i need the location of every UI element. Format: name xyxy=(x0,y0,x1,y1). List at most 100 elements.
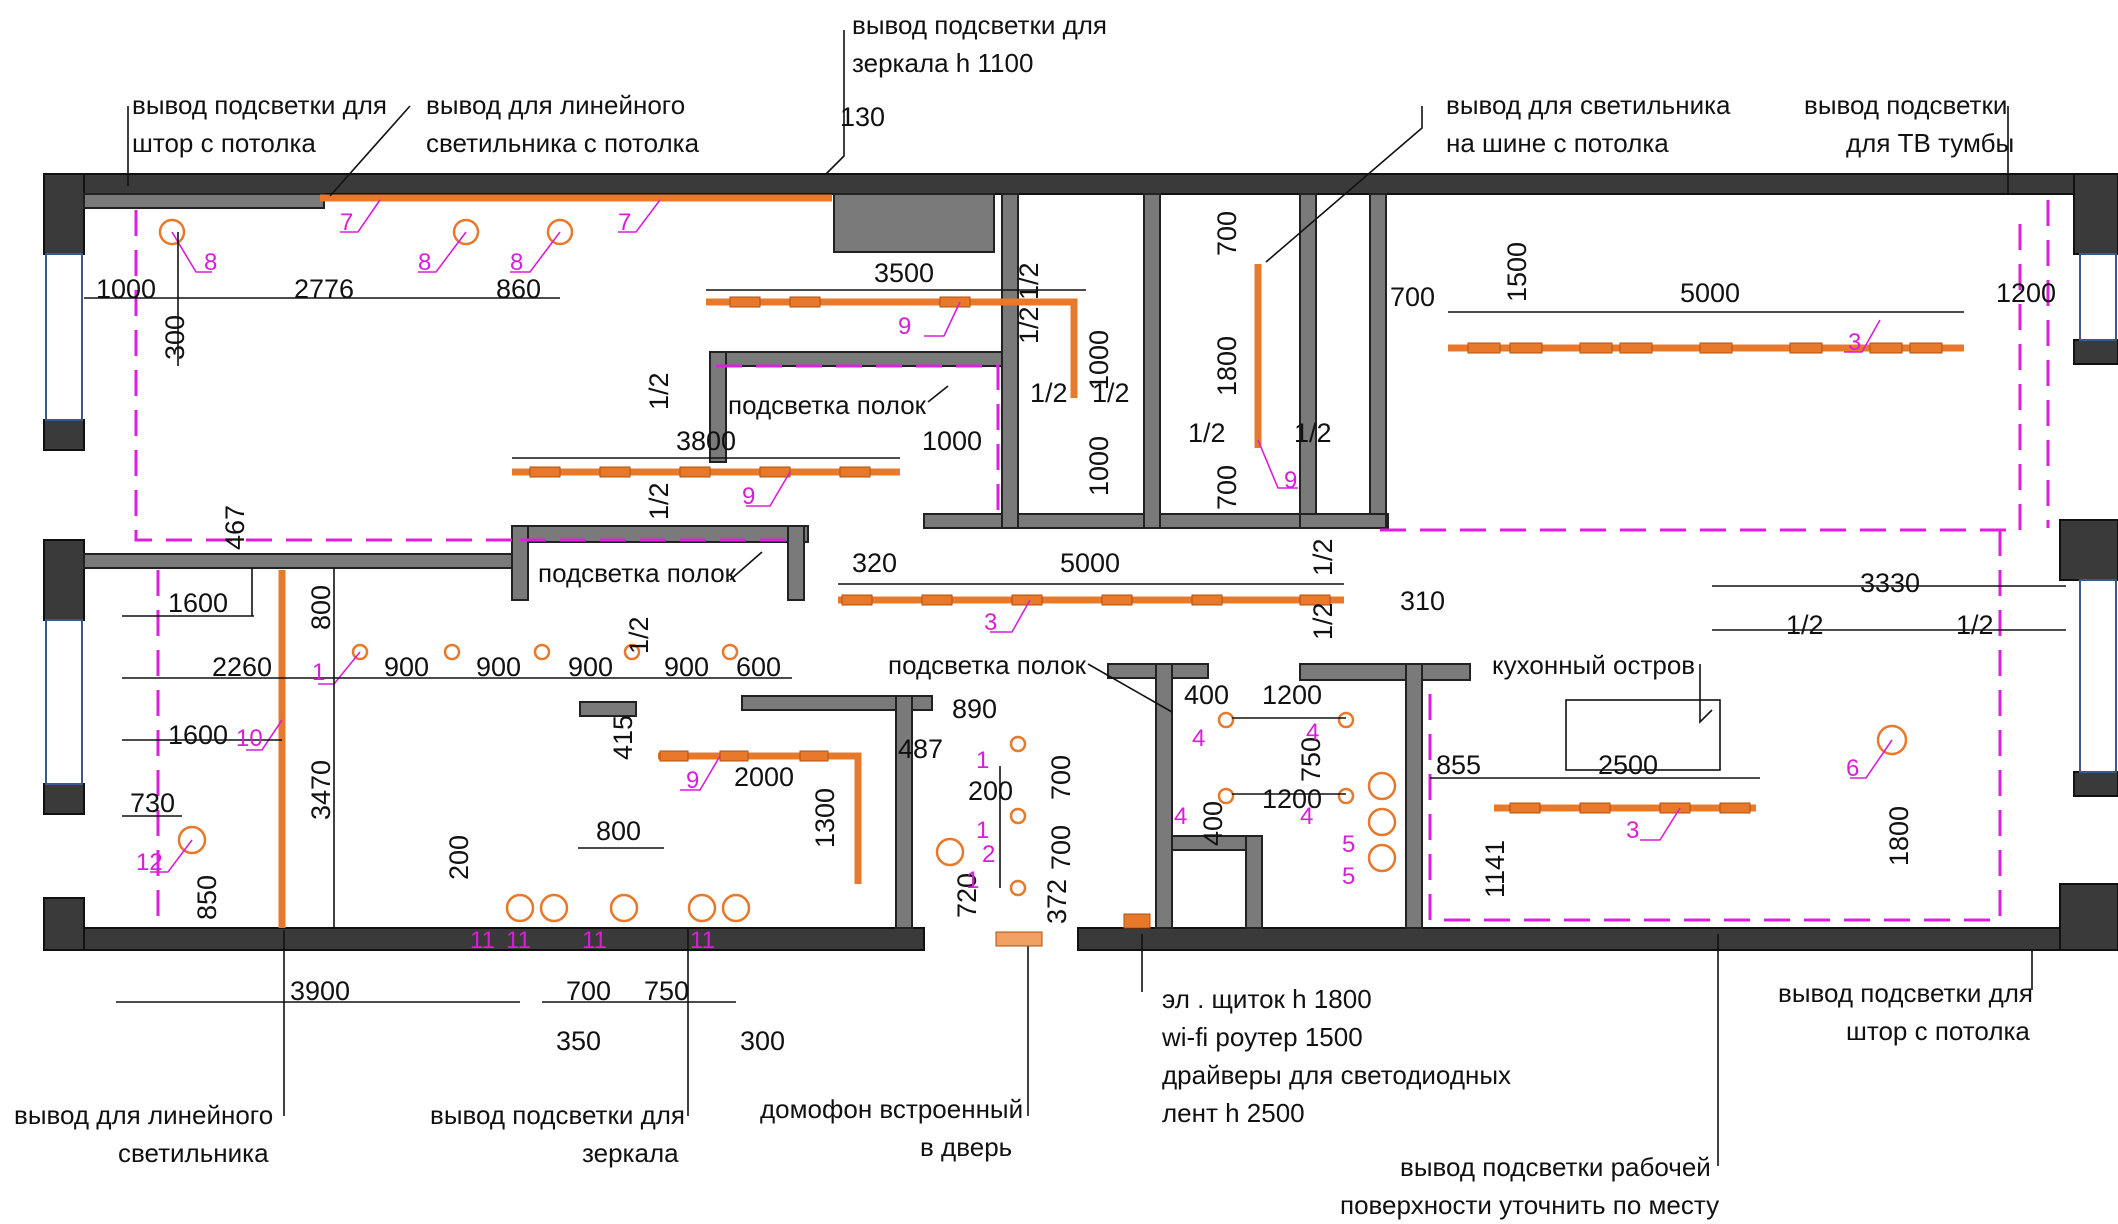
led-segments xyxy=(529,296,1943,814)
dim-1600: 1600 xyxy=(168,588,228,618)
lamp-5b xyxy=(1367,807,1397,837)
dim-1141: 1141 xyxy=(1480,840,1510,898)
callout-panel-2: wi-fi роутер 1500 xyxy=(1161,1022,1363,1052)
ceiling-outlines xyxy=(134,200,2050,930)
dim-1-2: 1/2 xyxy=(1308,602,1338,640)
dim-2776: 2776 xyxy=(294,274,354,304)
dim-300: 300 xyxy=(160,315,190,360)
dim-850: 850 xyxy=(192,875,222,920)
mark-leaders xyxy=(150,199,1893,873)
lamp-1e xyxy=(721,643,739,661)
dim-310: 310 xyxy=(1400,586,1445,616)
lamp-11e xyxy=(721,893,751,923)
dim-600: 600 xyxy=(736,652,781,682)
mark-11: 11 xyxy=(506,927,531,954)
callout-curtains-left-1: вывод подсветки для xyxy=(132,90,387,120)
dim-1600: 1600 xyxy=(168,720,228,750)
dim-400: 400 xyxy=(1198,801,1228,846)
dim-1200: 1200 xyxy=(1262,680,1322,710)
dim-130: 130 xyxy=(840,102,885,132)
interior-partitions xyxy=(83,193,1471,929)
callout-linear-ceiling-2: светильника с потолка xyxy=(426,128,700,158)
dim-467: 467 xyxy=(220,505,250,550)
lamp-8c xyxy=(546,218,574,246)
callout-panel-1: эл . щиток h 1800 xyxy=(1162,984,1372,1014)
dim-1-2: 1/2 xyxy=(644,482,674,520)
electric-panel xyxy=(1123,913,1151,929)
mark-10: 10 xyxy=(236,725,263,752)
dim-1200: 1200 xyxy=(1996,278,2056,308)
dim-1000: 1000 xyxy=(1084,436,1114,496)
lamp-8b xyxy=(452,218,480,246)
dim-1-2: 1/2 xyxy=(1308,538,1338,576)
callout-curtains-right-1: вывод подсветки для xyxy=(1778,978,2033,1008)
lamp-11d xyxy=(687,893,717,923)
callout-linear-lamp-1: вывод для линейного xyxy=(14,1100,273,1130)
mark-8: 8 xyxy=(418,249,431,276)
dim-1000: 1000 xyxy=(1084,330,1114,390)
callout-intercom-2: в дверь xyxy=(920,1132,1012,1162)
dim-700: 700 xyxy=(1390,282,1435,312)
dim-720: 720 xyxy=(952,873,982,918)
mark-3: 3 xyxy=(984,609,997,636)
mark-7: 7 xyxy=(340,209,353,236)
mark-4: 4 xyxy=(1300,803,1313,830)
dim-730: 730 xyxy=(130,788,175,818)
callout-panel-4: лент h 2500 xyxy=(1162,1098,1305,1128)
dim-1-2: 1/2 xyxy=(1030,378,1068,408)
lamp-4c xyxy=(1217,787,1235,805)
lamp-4b xyxy=(1337,711,1355,729)
callout-shelves-1: подсветка полок xyxy=(728,390,927,420)
dim-900: 900 xyxy=(664,652,709,682)
callout-intercom-1: домофон встроенный xyxy=(760,1094,1023,1124)
callout-tv-unit-1: вывод подсветки xyxy=(1804,90,2007,120)
mark-6: 6 xyxy=(1846,755,1859,782)
dim-5000: 5000 xyxy=(1680,278,1740,308)
dimension-labels: 130 1000 2776 860 300 3500 1/2 1/2 1/2 1… xyxy=(96,102,2056,1056)
callout-tv-unit-2: для ТВ тумбы xyxy=(1846,128,2014,158)
mark-12: 12 xyxy=(136,849,163,876)
dim-700: 700 xyxy=(1212,465,1242,510)
mark-9: 9 xyxy=(1284,467,1297,494)
callout-shelves-3: подсветка полок xyxy=(888,650,1087,680)
mark-9: 9 xyxy=(898,313,911,340)
dim-3470: 3470 xyxy=(306,760,336,820)
dim-1-2: 1/2 xyxy=(1294,418,1332,448)
mark-4: 4 xyxy=(1306,719,1319,746)
callout-linear-lamp-2: светильника xyxy=(118,1138,269,1168)
windows xyxy=(45,253,2117,785)
dim-1800: 1800 xyxy=(1212,336,1242,396)
dim-900: 900 xyxy=(384,652,429,682)
mark-2: 2 xyxy=(982,841,995,868)
mark-8: 8 xyxy=(510,249,523,276)
dim-890: 890 xyxy=(952,694,997,724)
dim-700: 700 xyxy=(1212,211,1242,256)
dim-750: 750 xyxy=(644,976,689,1006)
dim-2000: 2000 xyxy=(734,762,794,792)
dim-700: 700 xyxy=(1046,825,1076,870)
dim-320: 320 xyxy=(852,548,897,578)
dim-900: 900 xyxy=(568,652,613,682)
lamp-8a xyxy=(158,218,186,246)
callout-labels: вывод подсветки для зеркала h 1100 вывод… xyxy=(14,10,2033,1220)
dim-1-2: 1/2 xyxy=(1092,378,1130,408)
mark-1: 1 xyxy=(312,659,325,686)
dim-1300: 1300 xyxy=(810,788,840,848)
mark-5: 5 xyxy=(1342,831,1355,858)
dim-855: 855 xyxy=(1436,750,1481,780)
dim-3900: 3900 xyxy=(290,976,350,1006)
lamp-4a xyxy=(1217,711,1235,729)
callout-mirror-top-1: вывод подсветки для xyxy=(852,10,1107,40)
dim-5000: 5000 xyxy=(1060,548,1120,578)
callout-leaders xyxy=(127,30,2033,1166)
dim-487: 487 xyxy=(898,734,943,764)
dim-800: 800 xyxy=(596,816,641,846)
dim-1-2: 1/2 xyxy=(1014,306,1044,344)
dim-3500: 3500 xyxy=(874,258,934,288)
mark-11: 11 xyxy=(470,927,495,954)
mark-7: 7 xyxy=(618,209,631,236)
mark-9: 9 xyxy=(686,767,699,794)
callout-panel-3: драйверы для светодиодных xyxy=(1162,1060,1511,1090)
mark-1: 1 xyxy=(976,747,989,774)
